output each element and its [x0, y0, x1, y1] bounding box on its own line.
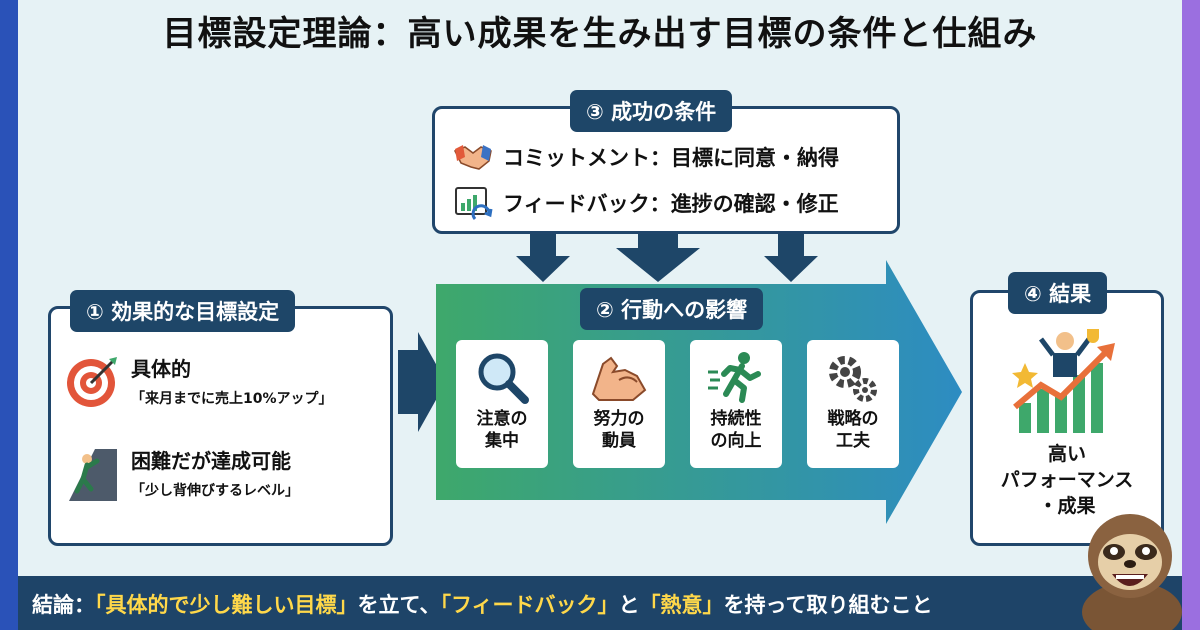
condition-commitment-text: コミットメント：目標に同意・納得	[503, 146, 839, 170]
conclusion-prefix: 結論：	[32, 593, 95, 617]
diagram-canvas: 目標設定理論：高い成果を生み出す目標の条件と仕組み コミットメント：目標に同意・…	[18, 0, 1182, 630]
result-line3: ・成果	[1038, 495, 1096, 517]
card-strategy-line1: 戦略の	[827, 409, 879, 429]
conclusion-bar: 結論：「具体的で少し難しい目標」を立て、「フィードバック」と「熱意」を持って取り…	[18, 576, 1182, 630]
condition-feedback-text: フィードバック：進捗の確認・修正	[503, 192, 839, 216]
page-title: 目標設定理論：高い成果を生み出す目標の条件と仕組み	[162, 14, 1038, 54]
right-frame-bar	[1182, 0, 1200, 630]
goal-challenging-detail: 「少し背伸びするレベル」	[131, 483, 299, 499]
goal-specific: 具体的 「来月までに売上10%アップ」	[65, 353, 333, 409]
card-strategy-line2: 工夫	[836, 431, 870, 451]
gears-icon	[807, 346, 899, 408]
card-strategy: 戦略の 工夫	[807, 340, 899, 468]
card-persistence-line1: 持続性	[710, 409, 762, 429]
down-arrow-left	[516, 234, 570, 282]
target-icon	[65, 353, 119, 409]
handshake-icon	[453, 139, 493, 175]
feedback-chart-icon	[453, 185, 493, 221]
conclusion-highlight-feedback: 「フィードバック」	[440, 593, 619, 617]
down-arrow-right	[764, 234, 818, 282]
goal-challenging: 困難だが達成可能 「少し背伸びするレベル」	[65, 445, 299, 501]
success-chart-icon	[1012, 329, 1115, 433]
goal-specific-title: 具体的	[131, 357, 191, 381]
card-effort-line2: 動員	[602, 431, 636, 451]
result-line2: パフォーマンス	[1000, 469, 1134, 491]
climbing-icon	[65, 445, 119, 501]
success-conditions-tag: ③ 成功の条件	[570, 90, 733, 132]
result-text: 高い パフォーマンス ・成果	[973, 441, 1161, 519]
conclusion-highlight-goal: 「具体的で少し難しい目標」	[95, 593, 358, 617]
input-arrow	[398, 332, 446, 432]
card-effort-line1: 努力の	[593, 409, 645, 429]
card-persistence: 持続性 の向上	[690, 340, 782, 468]
runner-icon	[690, 346, 782, 408]
behavior-impact-tag: ② 行動への影響	[580, 288, 764, 330]
down-arrow-center	[616, 234, 700, 282]
goal-challenging-title: 困難だが達成可能	[131, 449, 291, 473]
result-line1: 高い	[1047, 443, 1086, 465]
down-arrows	[516, 234, 818, 282]
condition-feedback: フィードバック：進捗の確認・修正	[453, 185, 839, 221]
conclusion-highlight-enthusiasm: 「熱意」	[639, 593, 724, 617]
conclusion-mid2: と	[618, 593, 640, 617]
sloth-mascot-icon	[1082, 514, 1182, 630]
card-persistence-line2: の向上	[710, 431, 762, 451]
result-panel: 高い パフォーマンス ・成果	[970, 290, 1164, 546]
condition-commitment: コミットメント：目標に同意・納得	[453, 139, 839, 175]
goal-specific-detail: 「来月までに売上10%アップ」	[131, 391, 333, 407]
card-attention-line1: 注意の	[476, 409, 528, 429]
conclusion-suffix: を持って取り組むこと	[723, 593, 933, 617]
left-frame-bar	[0, 0, 18, 630]
magnifier-icon	[456, 346, 548, 408]
conclusion-mid1: を立て、	[357, 593, 441, 617]
card-attention: 注意の 集中	[456, 340, 548, 468]
muscle-icon	[573, 346, 665, 408]
effective-goals-tag: ① 効果的な目標設定	[70, 290, 296, 332]
card-attention-line2: 集中	[485, 431, 519, 451]
result-tag: ④ 結果	[1008, 272, 1108, 314]
card-effort: 努力の 動員	[573, 340, 665, 468]
effective-goals-panel: 具体的 「来月までに売上10%アップ」 困難だが達成可能 「少し背伸びするレベル…	[48, 306, 393, 546]
